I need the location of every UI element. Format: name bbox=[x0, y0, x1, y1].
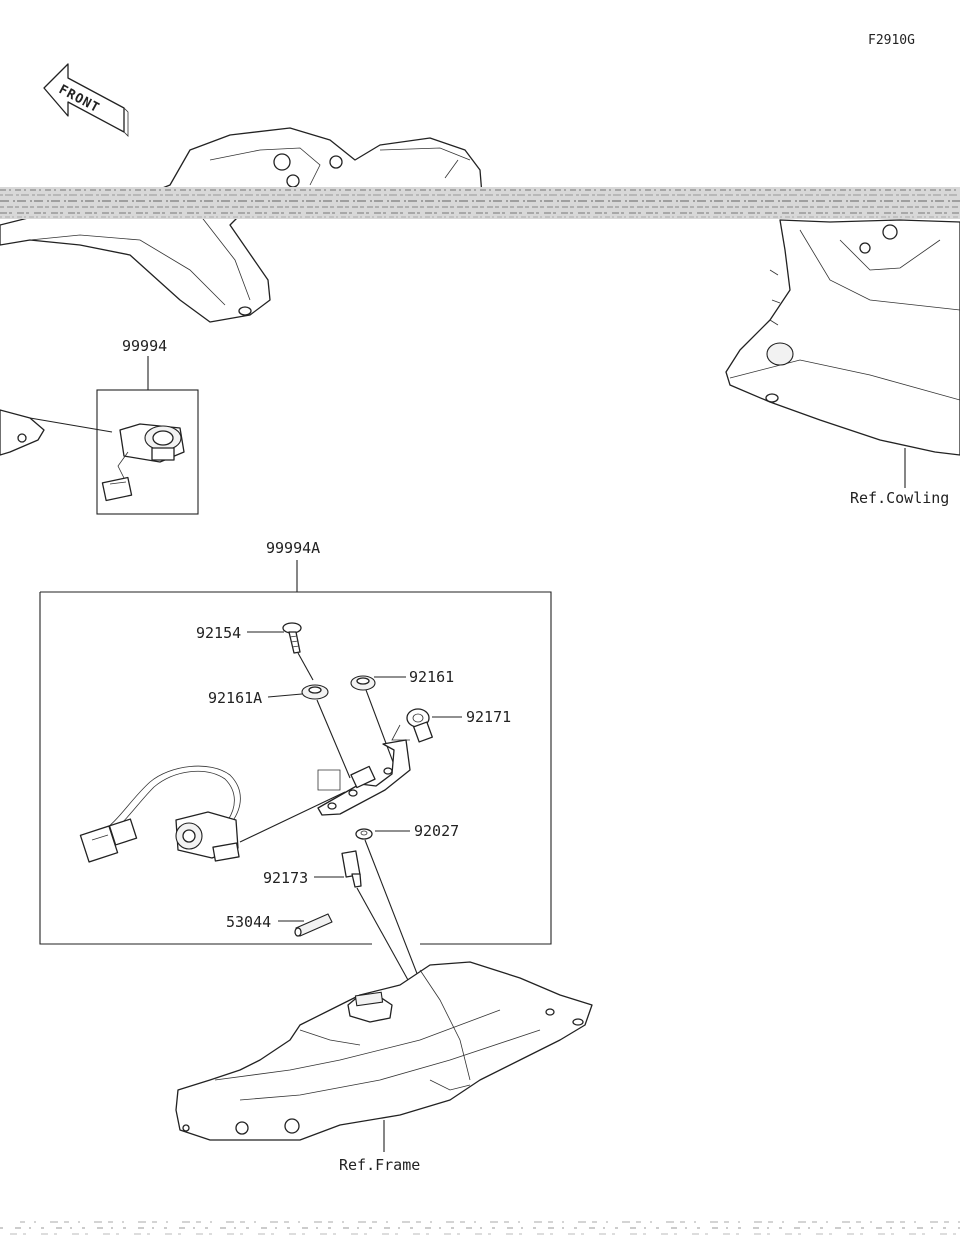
diagram-code: F2910G bbox=[868, 33, 915, 48]
grommet-92161 bbox=[350, 675, 376, 691]
part-number-92154: 92154 bbox=[196, 624, 241, 642]
tube-53044 bbox=[294, 913, 333, 937]
assembly-box-99994A bbox=[39, 591, 552, 945]
part-number-53044: 53044 bbox=[226, 913, 271, 931]
cowling-left-fragment bbox=[0, 409, 45, 456]
ref-frame-label: Ref.Frame bbox=[339, 1156, 420, 1174]
frame-part bbox=[175, 961, 593, 1141]
part-number-92161: 92161 bbox=[409, 668, 454, 686]
scan-noise-band bbox=[0, 187, 960, 219]
bracket bbox=[317, 739, 411, 816]
ref-cowling-label: Ref.Cowling bbox=[850, 489, 949, 507]
part-number-92173: 92173 bbox=[263, 869, 308, 887]
front-arrow-icon: FRONT bbox=[43, 63, 129, 137]
grommet-92161A bbox=[301, 684, 329, 700]
bolt-92154 bbox=[282, 622, 302, 654]
scan-noise-bottom bbox=[0, 1221, 960, 1235]
cowling-right-part bbox=[725, 219, 960, 488]
part-number-99994A: 99994A bbox=[266, 539, 320, 557]
cowling-upper-part bbox=[0, 127, 483, 323]
accessory-socket-99994 bbox=[101, 423, 185, 502]
part-number-92171: 92171 bbox=[466, 708, 511, 726]
accessory-socket-99994A bbox=[79, 765, 241, 863]
clamp-92171 bbox=[406, 708, 433, 743]
assembly-box-99994 bbox=[96, 389, 199, 515]
nut-92027 bbox=[355, 828, 373, 840]
part-number-92027: 92027 bbox=[414, 822, 459, 840]
clip-92173 bbox=[341, 850, 362, 888]
part-number-92161A: 92161A bbox=[208, 689, 262, 707]
part-number-99994: 99994 bbox=[122, 337, 167, 355]
